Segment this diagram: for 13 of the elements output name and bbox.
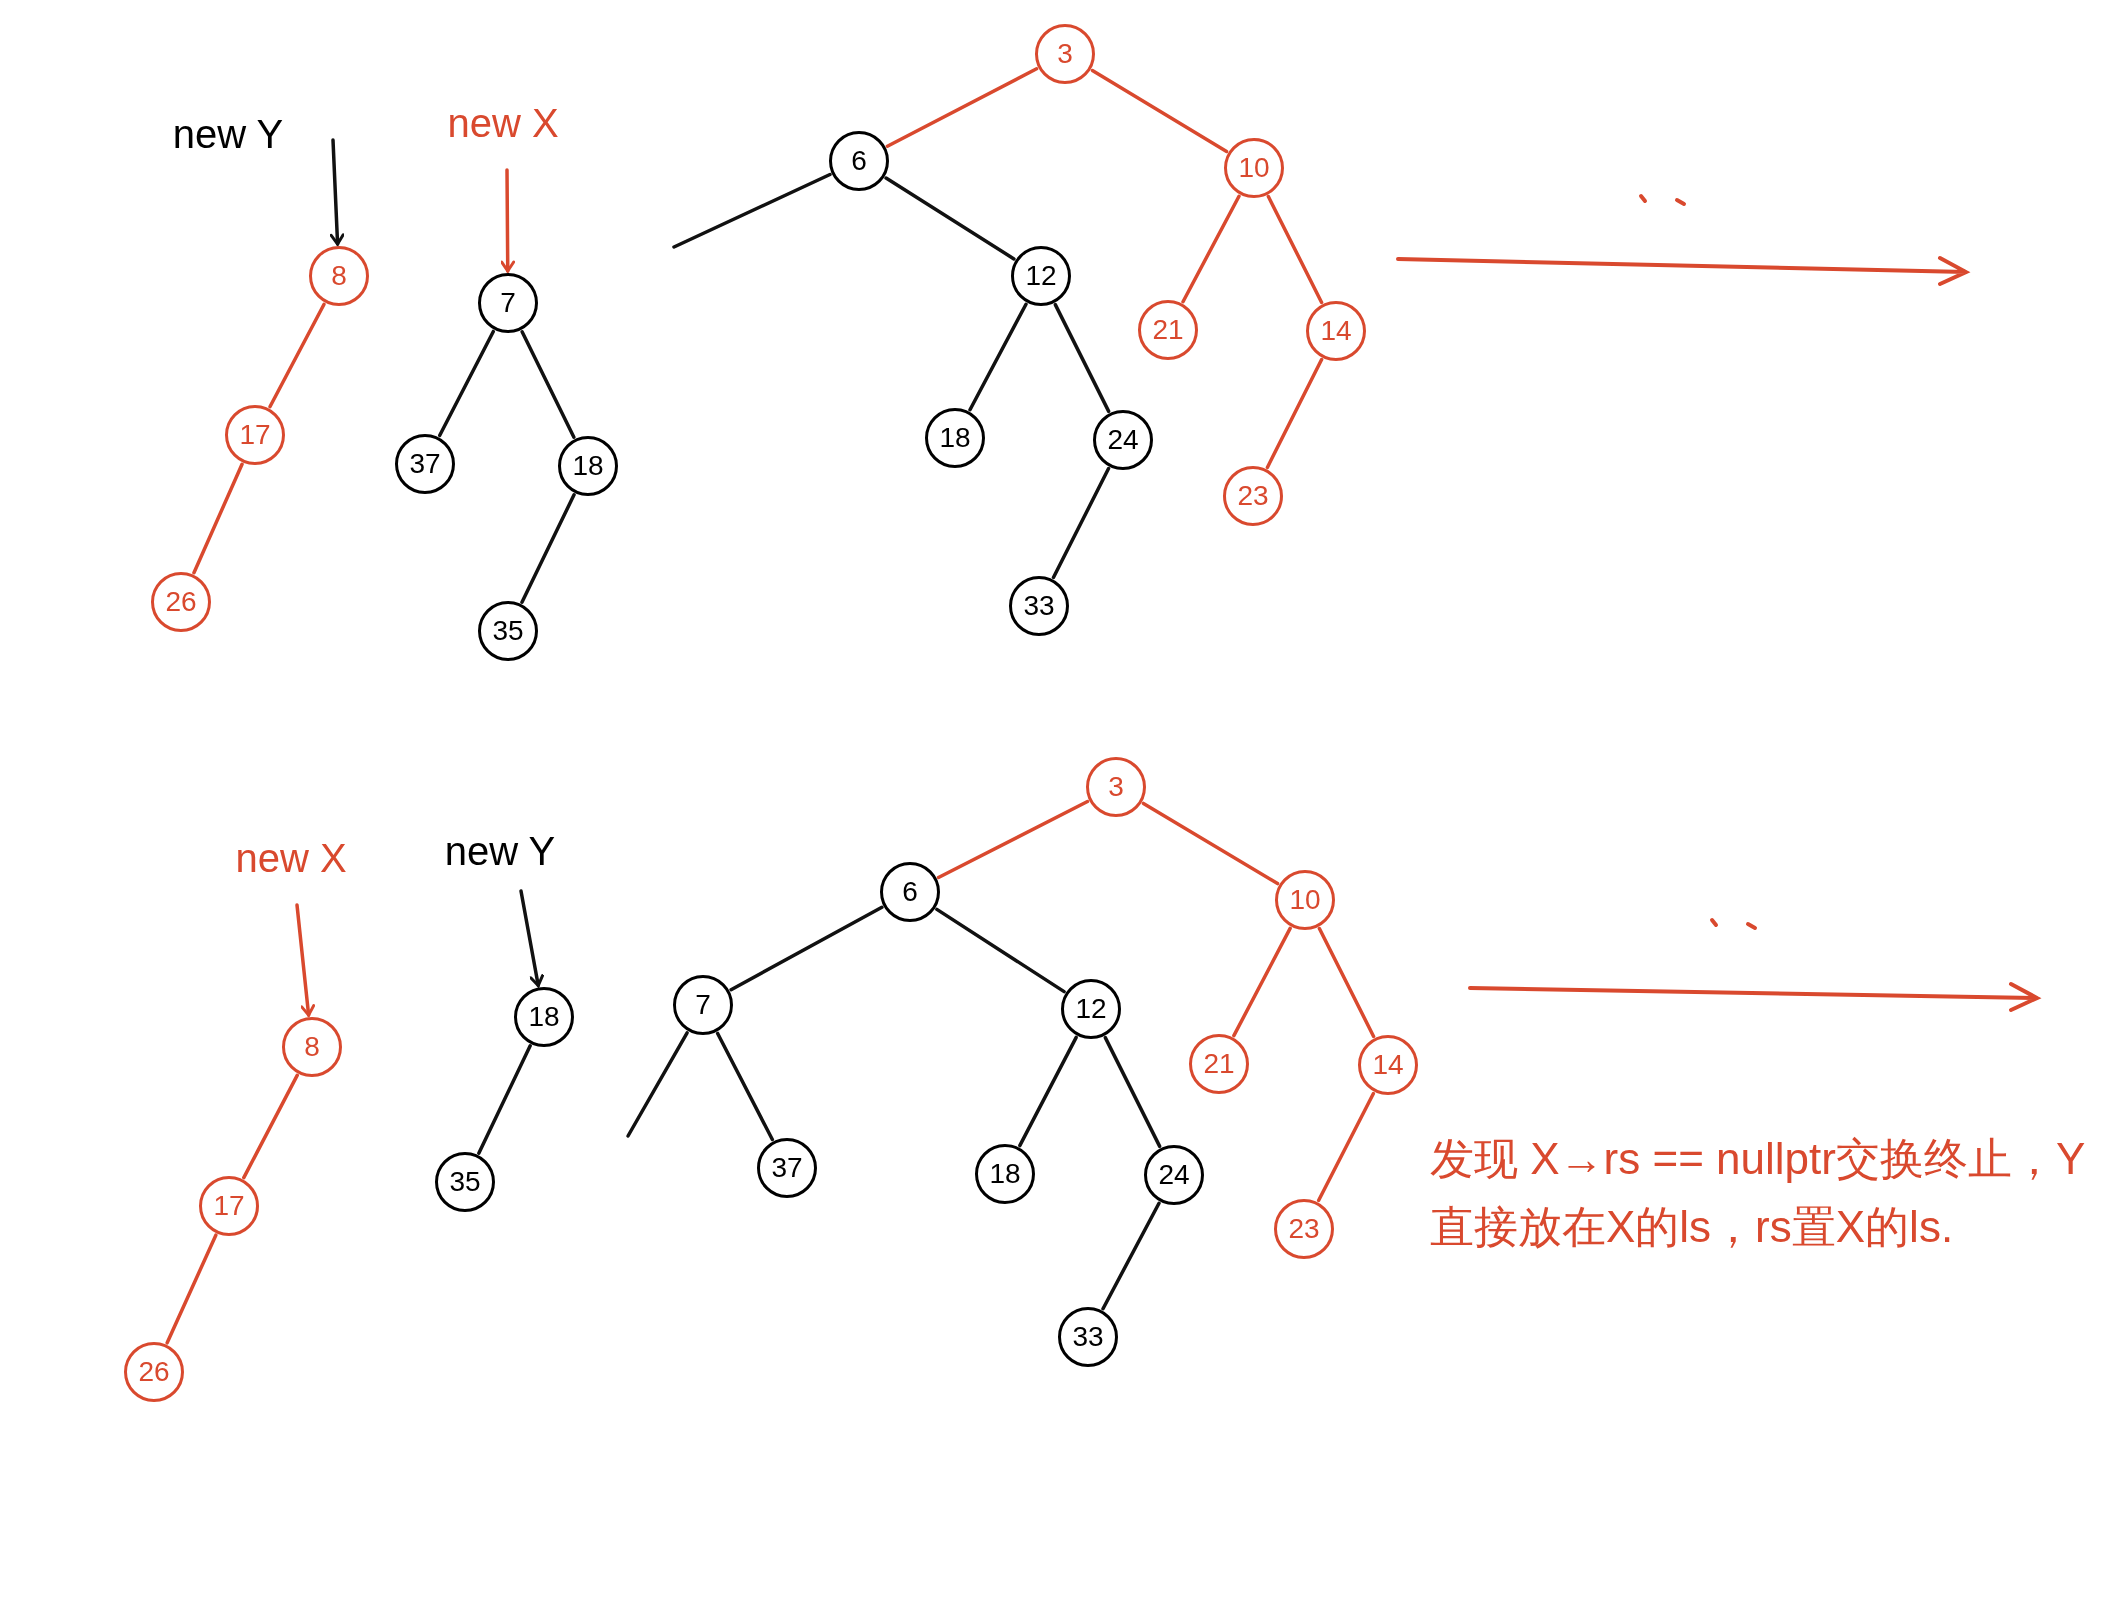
note-text: 发现 X→rs == nullptr交换终止，Y直接放在X的ls，rs置X的ls. — [1430, 1133, 2087, 1254]
pointer-label: new Y — [172, 114, 284, 154]
arrow — [519, 889, 545, 988]
tree-edge — [884, 176, 1016, 261]
arrow — [295, 903, 316, 1017]
tree-edge — [935, 907, 1066, 994]
pointer-label: new Y — [444, 831, 556, 871]
tree-edge — [1141, 801, 1280, 886]
pointer-label: new X — [235, 838, 347, 878]
pointer-label: new X — [447, 103, 559, 143]
arrow — [329, 138, 345, 246]
arrow — [500, 168, 516, 273]
tree-edge — [1090, 68, 1229, 154]
